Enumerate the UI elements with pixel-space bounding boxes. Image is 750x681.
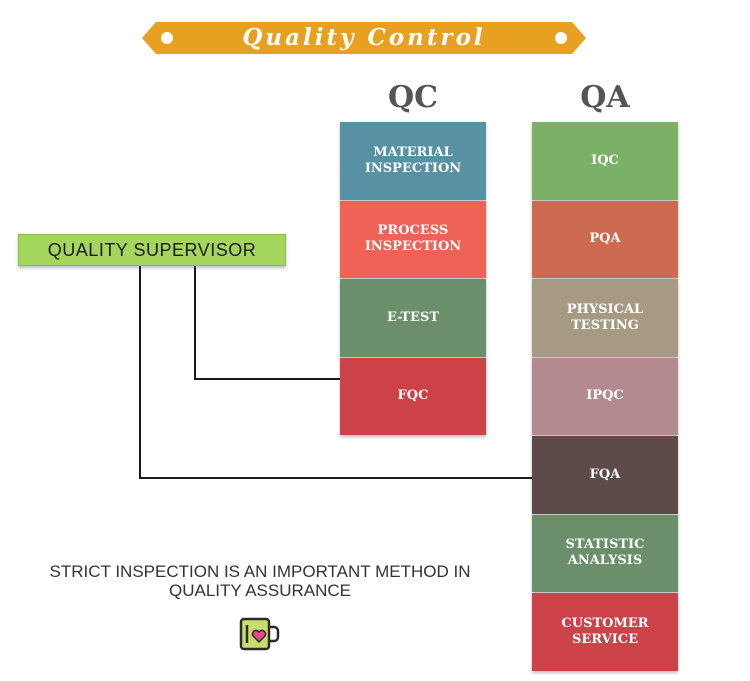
qa-block-fqa: FQA [532, 436, 678, 514]
banner-dot-right [555, 32, 567, 44]
qc-block-fqc: FQC [340, 357, 486, 435]
quality-supervisor-box: QUALITY SUPERVISOR [18, 234, 286, 266]
banner-dot-left [161, 32, 173, 44]
coffee-cup-heart-icon [239, 617, 280, 651]
connector-supervisor-to-fqa [139, 266, 532, 479]
title-banner: Quality Control [142, 22, 586, 54]
banner-shape [142, 22, 586, 54]
connector-supervisor-to-fqc [194, 266, 340, 380]
qc-heading: QC [387, 80, 438, 115]
qc-block-material-inspection: MATERIAL INSPECTION [340, 122, 486, 200]
banner-title: Quality Control [242, 24, 486, 51]
qc-block-e-test: E-TEST [340, 279, 486, 357]
qa-block-pqa: PQA [532, 200, 678, 278]
qa-heading: QA [580, 80, 630, 115]
caption-line: STRICT INSPECTION IS AN IMPORTANT METHOD… [49, 562, 471, 600]
qa-block-customer-service: CUSTOMER SERVICE [532, 593, 678, 671]
qa-block-ipqc: IPQC [532, 357, 678, 435]
qa-block-iqc: IQC [532, 122, 678, 200]
qa-block-statistic-analysis: STATISTIC ANALYSIS [532, 514, 678, 592]
qc-block-process-inspection: PROCESS INSPECTION [340, 200, 486, 278]
qa-block-physical-testing: PHYSICAL TESTING [532, 279, 678, 357]
caption-text: STRICT INSPECTION IS AN IMPORTANT METHOD… [10, 562, 510, 600]
